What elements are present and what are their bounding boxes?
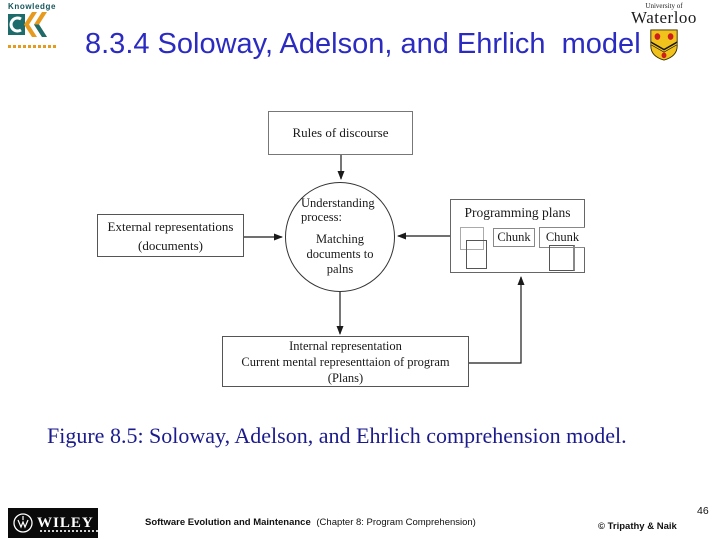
knowledge-logo-tagline	[8, 45, 56, 48]
plan-rect-1	[460, 227, 484, 250]
wiley-tagline	[40, 530, 98, 532]
plan-rect-3	[549, 245, 575, 271]
waterloo-university-of-text: University of	[645, 2, 683, 10]
waterloo-logo: University of Waterloo	[614, 2, 714, 66]
wiley-logo: WILEY	[8, 508, 98, 538]
knowledge-logo: Knowledge	[8, 2, 78, 52]
knowledge-logo-mark-icon	[8, 12, 47, 37]
knowledge-logo-text: Knowledge	[8, 2, 57, 11]
footer-chapter: (Chapter 8: Program Comprehension)	[316, 517, 476, 528]
footer-book-info: Software Evolution and Maintenance (Chap…	[145, 517, 476, 528]
external-representations-label: External representations (documents)	[107, 218, 234, 253]
wiley-emblem-icon	[13, 513, 33, 533]
wiley-wordmark: WILEY	[37, 515, 94, 531]
understanding-process-circle: Understanding process: Matching document…	[285, 182, 395, 292]
internal-representation-line1: Internal representation	[289, 338, 402, 353]
rules-of-discourse-label: Rules of discourse	[292, 125, 389, 140]
waterloo-wordmark: Waterloo	[631, 8, 697, 27]
chunk-box-2: Chunk	[539, 227, 585, 248]
rules-of-discourse-box: Rules of discourse	[268, 111, 413, 155]
internal-representation-line2: Current mental representtaion of program	[241, 354, 450, 369]
external-representations-box: External representations (documents)	[97, 214, 244, 257]
internal-representation-box: Internal representation Current mental r…	[222, 336, 469, 387]
plan-rect-2	[466, 240, 487, 269]
figure-caption: Figure 8.5: Soloway, Adelson, and Ehrlic…	[47, 423, 627, 448]
chunk-box-1: Chunk	[493, 228, 535, 247]
page-number: 46	[697, 505, 709, 517]
arrow-internal-to-plans	[469, 276, 525, 364]
slide-title: 8.3.4 Soloway, Adelson, and Ehrlich mode…	[85, 28, 641, 60]
internal-representation-line3: (Plans)	[327, 370, 364, 385]
programming-plans-label: Programming plans	[464, 205, 571, 220]
understanding-process-heading: Understanding process:	[301, 196, 375, 224]
footer-copyright: © Tripathy & Naik	[598, 521, 677, 532]
waterloo-crest-icon	[650, 29, 678, 61]
footer-book-title: Software Evolution and Maintenance	[145, 517, 311, 528]
programming-plans-box: Programming plans Chunk Chunk	[450, 199, 585, 273]
matching-documents-text: Matching documents to palns	[306, 232, 374, 276]
